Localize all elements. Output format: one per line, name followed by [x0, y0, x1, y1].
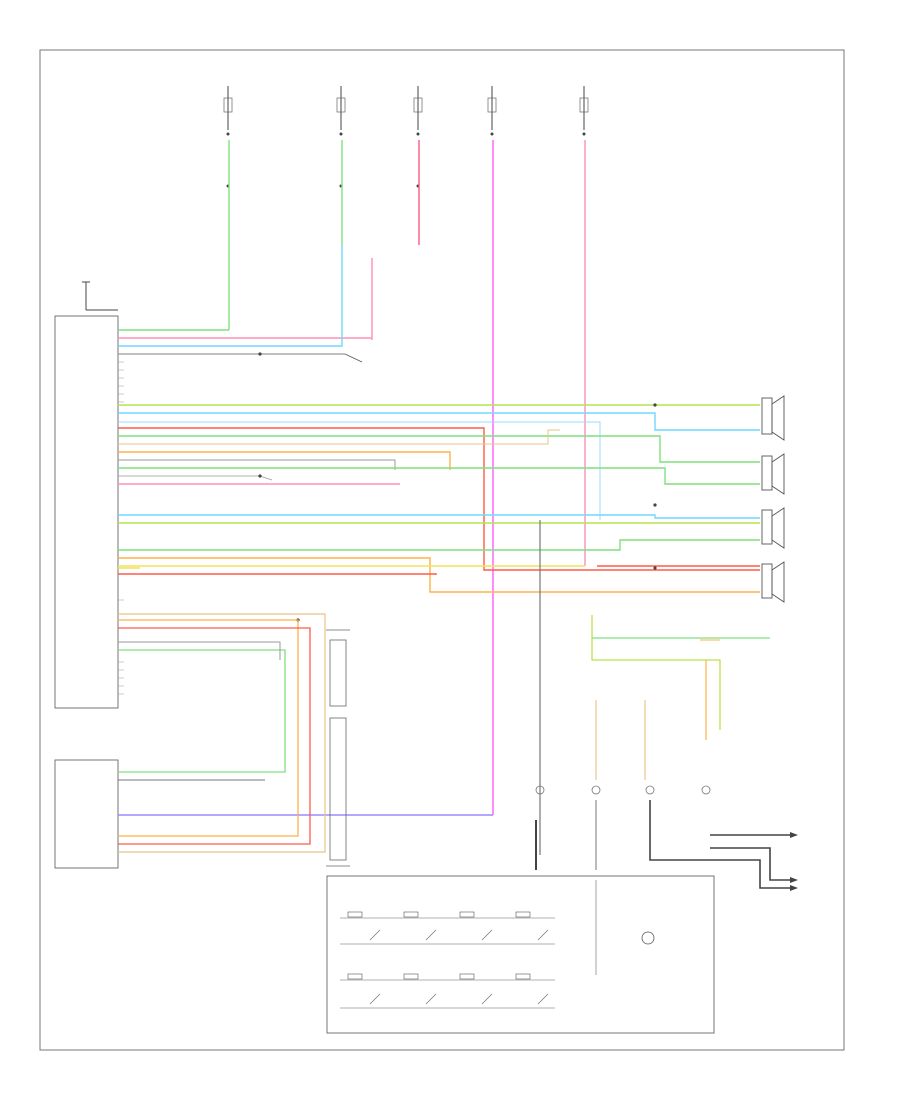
arrow-icons [790, 832, 798, 891]
audio-unit-feed-wires [118, 245, 372, 363]
rear-speaker-wires [118, 514, 760, 593]
clock-icon [641, 931, 655, 945]
right-front-speaker-icon [761, 453, 785, 495]
audio-unit-pins [118, 329, 124, 695]
connector-circles [535, 785, 711, 795]
right-rear-speaker-icon [761, 561, 785, 603]
diagram-frame [39, 49, 845, 1051]
subwoofer-box [54, 759, 119, 869]
fuse-column-3 [413, 86, 423, 188]
switch-row-top [340, 911, 555, 945]
fuse-column-5 [579, 86, 589, 136]
fuse-column-2 [336, 86, 346, 188]
steering-control-wires [535, 520, 790, 889]
module-boxes [326, 629, 350, 867]
audio-unit-box [54, 315, 119, 709]
switch-row-bottom [340, 973, 555, 1009]
left-front-speaker-icon [761, 395, 785, 441]
fuse-column-1 [223, 86, 233, 188]
antenna-icon [82, 281, 118, 311]
power-feeds [223, 86, 589, 815]
splice-points [258, 352, 657, 622]
front-speaker-wires [118, 404, 760, 571]
fuse-column-4 [487, 86, 497, 136]
subwoofer-wires [118, 613, 493, 853]
switch-module-box [326, 875, 715, 1034]
left-rear-speaker-icon [761, 507, 785, 549]
